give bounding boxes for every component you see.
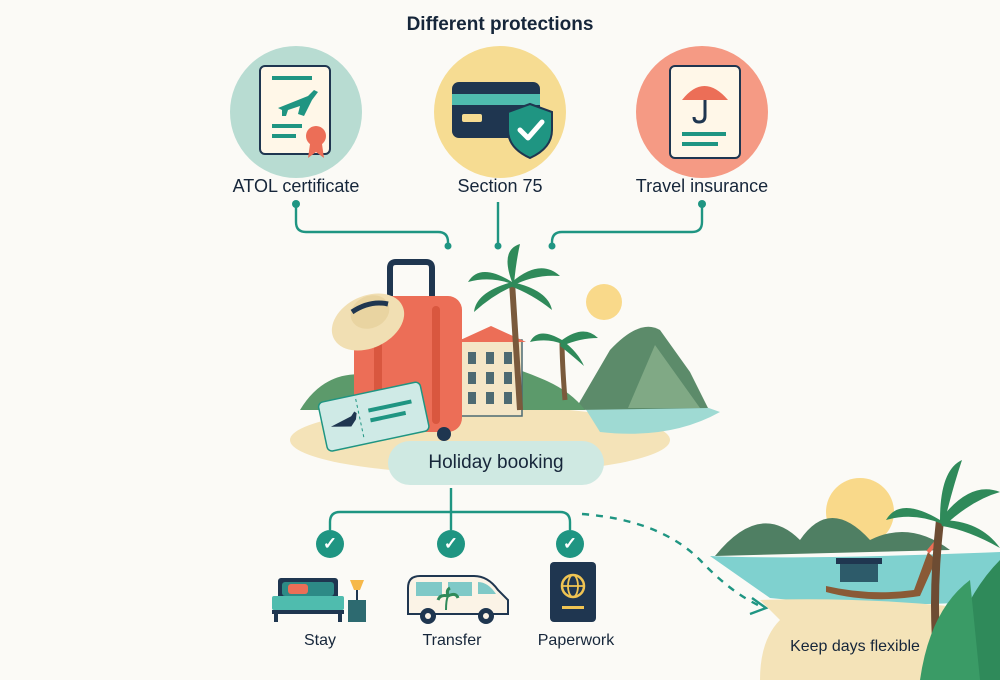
- certificate-plane-icon: [230, 46, 362, 178]
- booking-item-label-transfer: Transfer: [422, 632, 482, 649]
- booking-connectors: [328, 488, 572, 530]
- holiday-booking-label: Holiday booking: [428, 452, 564, 473]
- protection-label-insurance: Travel insurance: [635, 176, 769, 196]
- holiday-scene-illustration: [290, 244, 720, 474]
- booking-item-label-stay: Stay: [303, 632, 336, 649]
- protection-label-atol: ATOL certificate: [232, 176, 360, 196]
- credit-card-shield-icon: [434, 46, 566, 178]
- check-icon-transfer: ✓: [437, 530, 465, 558]
- keep-days-flexible-label: Keep days flexible: [790, 638, 920, 655]
- booking-item-label-paperwork: Paperwork: [537, 632, 615, 649]
- beach-boat-illustration: [710, 460, 1000, 680]
- protection-connectors: [294, 202, 704, 246]
- check-icon-paperwork: ✓: [556, 530, 584, 558]
- protection-circle-section75: [434, 46, 566, 178]
- protection-circle-atol: [230, 46, 362, 178]
- passport-icon: [550, 562, 596, 622]
- protection-label-section75: Section 75: [457, 176, 543, 196]
- van-icon: [407, 575, 509, 624]
- bed-icon: [272, 578, 366, 622]
- umbrella-document-icon: [636, 46, 768, 178]
- holiday-booking-pill: [388, 441, 604, 485]
- check-icon-stay: ✓: [316, 530, 344, 558]
- diagram-title: Different protections: [406, 14, 594, 35]
- protection-circle-insurance: [636, 46, 768, 178]
